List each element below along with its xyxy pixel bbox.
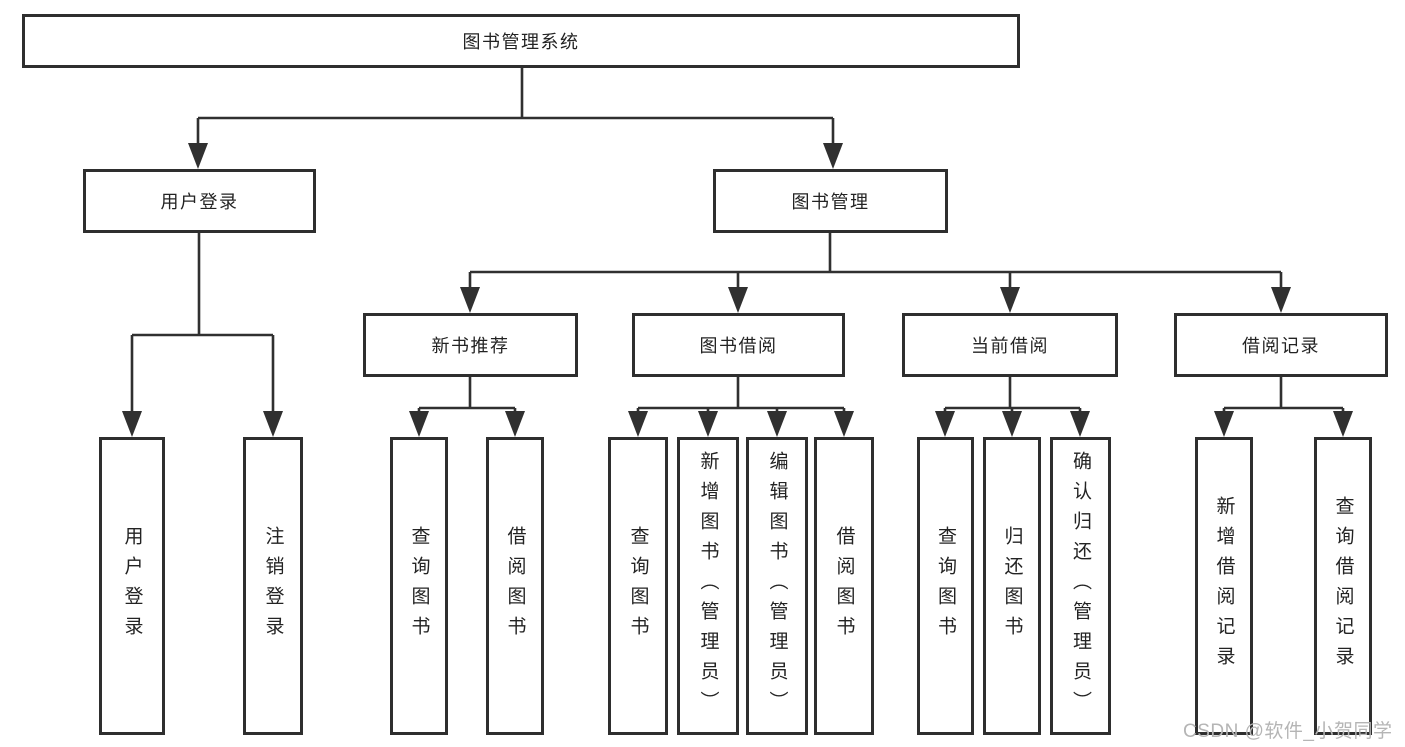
connector-current-borrowing-children [935, 377, 1090, 437]
node-root-system: 图书管理系统 [22, 14, 1020, 68]
leaf-add-borrow-record-label: 新增借阅记录 [1213, 496, 1235, 676]
connector-borrowing-records-children [1214, 377, 1353, 437]
node-new-book-recommend-label: 新书推荐 [431, 336, 510, 356]
connector-root-to-level2 [188, 68, 843, 169]
connector-user-login-children [122, 233, 283, 437]
leaf-query-books-current: 查询图书 [917, 437, 974, 735]
node-book-borrowing-label: 图书借阅 [699, 336, 778, 356]
connector-book-borrowing-children [628, 377, 854, 437]
leaf-add-books-admin: 新增图书（管理员） [677, 437, 739, 735]
leaf-query-books-borrowing: 查询图书 [608, 437, 668, 735]
node-book-management-label: 图书管理 [791, 192, 870, 212]
leaf-user-login: 用户登录 [99, 437, 165, 735]
leaf-borrow-books-recommend-label: 借阅图书 [504, 526, 526, 646]
leaf-edit-books-admin: 编辑图书（管理员） [746, 437, 808, 735]
node-user-login-label: 用户登录 [160, 192, 239, 212]
leaf-query-books-borrowing-label: 查询图书 [627, 526, 649, 646]
leaf-logout: 注销登录 [243, 437, 303, 735]
leaf-logout-label: 注销登录 [262, 526, 284, 646]
leaf-return-books: 归还图书 [983, 437, 1041, 735]
leaf-query-books-current-label: 查询图书 [935, 526, 956, 646]
node-borrowing-records-label: 借阅记录 [1242, 336, 1320, 356]
leaf-borrow-books-borrowing-label: 借阅图书 [833, 526, 855, 646]
node-current-borrowing-label: 当前借阅 [971, 336, 1049, 356]
node-book-management: 图书管理 [713, 169, 948, 233]
node-user-login: 用户登录 [83, 169, 316, 233]
node-current-borrowing: 当前借阅 [902, 313, 1118, 377]
leaf-query-books-recommend-label: 查询图书 [408, 526, 430, 646]
node-new-book-recommend: 新书推荐 [363, 313, 578, 377]
csdn-watermark: CSDN @软件_小贺同学 [1183, 721, 1393, 742]
leaf-confirm-return-admin: 确认归还（管理员） [1050, 437, 1111, 735]
node-book-borrowing: 图书借阅 [632, 313, 845, 377]
node-root-label: 图书管理系统 [462, 32, 580, 52]
leaf-borrow-books-borrowing: 借阅图书 [814, 437, 874, 735]
leaf-add-books-admin-label: 新增图书（管理员） [697, 451, 719, 721]
leaf-query-borrow-record-label: 查询借阅记录 [1332, 496, 1354, 676]
leaf-confirm-return-admin-label: 确认归还（管理员） [1070, 451, 1091, 721]
leaf-borrow-books-recommend: 借阅图书 [486, 437, 544, 735]
leaf-query-borrow-record: 查询借阅记录 [1314, 437, 1372, 735]
connector-book-management-children [460, 233, 1291, 313]
node-borrowing-records: 借阅记录 [1174, 313, 1388, 377]
leaf-query-books-recommend: 查询图书 [390, 437, 448, 735]
leaf-user-login-label: 用户登录 [121, 526, 143, 646]
leaf-add-borrow-record: 新增借阅记录 [1195, 437, 1253, 735]
connector-new-book-recommend-children [409, 377, 525, 437]
leaf-edit-books-admin-label: 编辑图书（管理员） [766, 451, 788, 721]
leaf-return-books-label: 归还图书 [1001, 526, 1023, 646]
